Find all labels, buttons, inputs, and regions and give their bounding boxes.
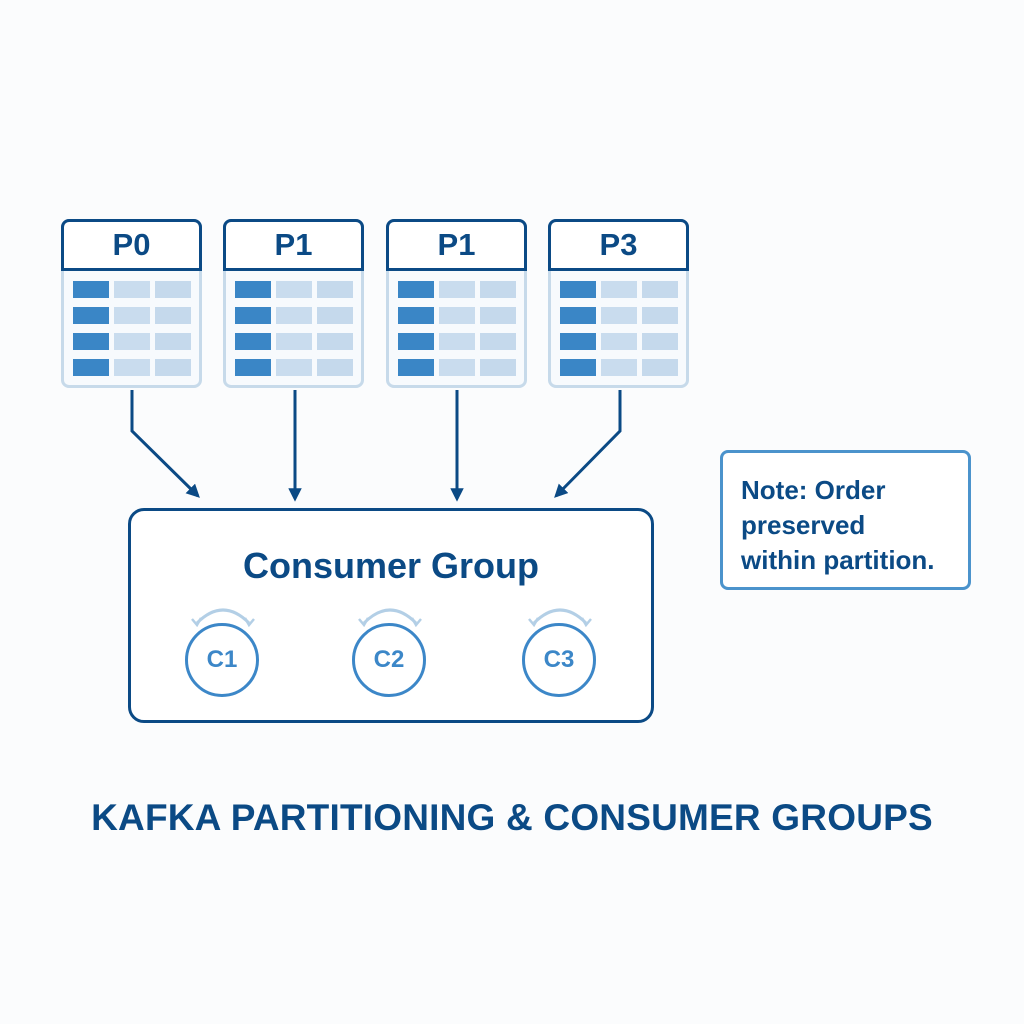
record-key-cell [73, 281, 109, 298]
partition-records [398, 281, 516, 376]
record-key-cell [235, 359, 271, 376]
record-key-cell [235, 307, 271, 324]
record-value-cell [601, 281, 637, 298]
rebalance-arrow-icon [191, 608, 255, 627]
record-value-cell [439, 281, 475, 298]
record-value-cell [276, 281, 312, 298]
record-key-cell [235, 333, 271, 350]
partition-label: P1 [437, 227, 476, 262]
record-key-cell [73, 333, 109, 350]
partition-records [235, 281, 353, 376]
record-value-cell [601, 307, 637, 324]
partition-header: P0 [61, 219, 202, 271]
record-key-cell [560, 359, 596, 376]
record-value-cell [114, 307, 150, 324]
consumer-c2: C2 [352, 623, 426, 697]
record-value-cell [480, 333, 516, 350]
partition-records [560, 281, 678, 376]
record-value-cell [480, 359, 516, 376]
partition-1: P1 [223, 219, 364, 388]
partition-0: P0 [61, 219, 202, 388]
partition-header: P3 [548, 219, 689, 271]
partition-2: P1 [386, 219, 527, 388]
record-key-cell [73, 359, 109, 376]
record-value-cell [155, 307, 191, 324]
partition-label: P1 [274, 227, 313, 262]
partition-header: P1 [223, 219, 364, 271]
consumer-label: C3 [543, 646, 575, 673]
consumer-group-title: Consumer Group [242, 545, 539, 586]
rebalance-arrow-icon [528, 608, 592, 627]
record-value-cell [601, 333, 637, 350]
record-value-cell [317, 281, 353, 298]
record-value-cell [439, 307, 475, 324]
record-value-cell [276, 307, 312, 324]
consumer-group-box: Consumer Group C1 C2 C3 [128, 508, 654, 723]
record-value-cell [317, 359, 353, 376]
record-value-cell [480, 307, 516, 324]
record-key-cell [560, 307, 596, 324]
record-value-cell [480, 281, 516, 298]
note-line: Note: Order [741, 475, 886, 505]
note-line: preserved [741, 510, 866, 540]
partition-label: P0 [112, 227, 151, 262]
partition-3: P3 [548, 219, 689, 388]
record-value-cell [276, 359, 312, 376]
consumer-label: C1 [206, 646, 238, 673]
record-key-cell [73, 307, 109, 324]
record-key-cell [398, 333, 434, 350]
consumer-label: C2 [373, 646, 405, 673]
arrow-p3 [554, 390, 622, 498]
record-value-cell [642, 307, 678, 324]
record-value-cell [114, 359, 150, 376]
record-value-cell [114, 333, 150, 350]
diagram-title: KAFKA PARTITIONING & CONSUMER GROUPS [91, 797, 933, 838]
partition-label: P3 [599, 227, 638, 262]
partition-header: P1 [386, 219, 527, 271]
record-key-cell [560, 281, 596, 298]
record-value-cell [155, 359, 191, 376]
record-key-cell [398, 359, 434, 376]
consumer-c1: C1 [185, 623, 259, 697]
record-value-cell [317, 307, 353, 324]
record-value-cell [114, 281, 150, 298]
note-box: Note: Order preserved within partition. [720, 450, 971, 590]
record-value-cell [439, 359, 475, 376]
consumer-c3: C3 [522, 623, 596, 697]
rebalance-arrow-icon [358, 608, 422, 627]
record-value-cell [439, 333, 475, 350]
record-value-cell [155, 333, 191, 350]
record-value-cell [155, 281, 191, 298]
record-key-cell [398, 281, 434, 298]
record-value-cell [642, 333, 678, 350]
note-line: within partition. [741, 545, 935, 575]
record-value-cell [276, 333, 312, 350]
record-value-cell [601, 359, 637, 376]
record-key-cell [560, 333, 596, 350]
record-key-cell [398, 307, 434, 324]
record-key-cell [235, 281, 271, 298]
arrow-p0 [130, 390, 200, 498]
partition-records [73, 281, 191, 376]
record-value-cell [642, 281, 678, 298]
record-value-cell [317, 333, 353, 350]
record-value-cell [642, 359, 678, 376]
